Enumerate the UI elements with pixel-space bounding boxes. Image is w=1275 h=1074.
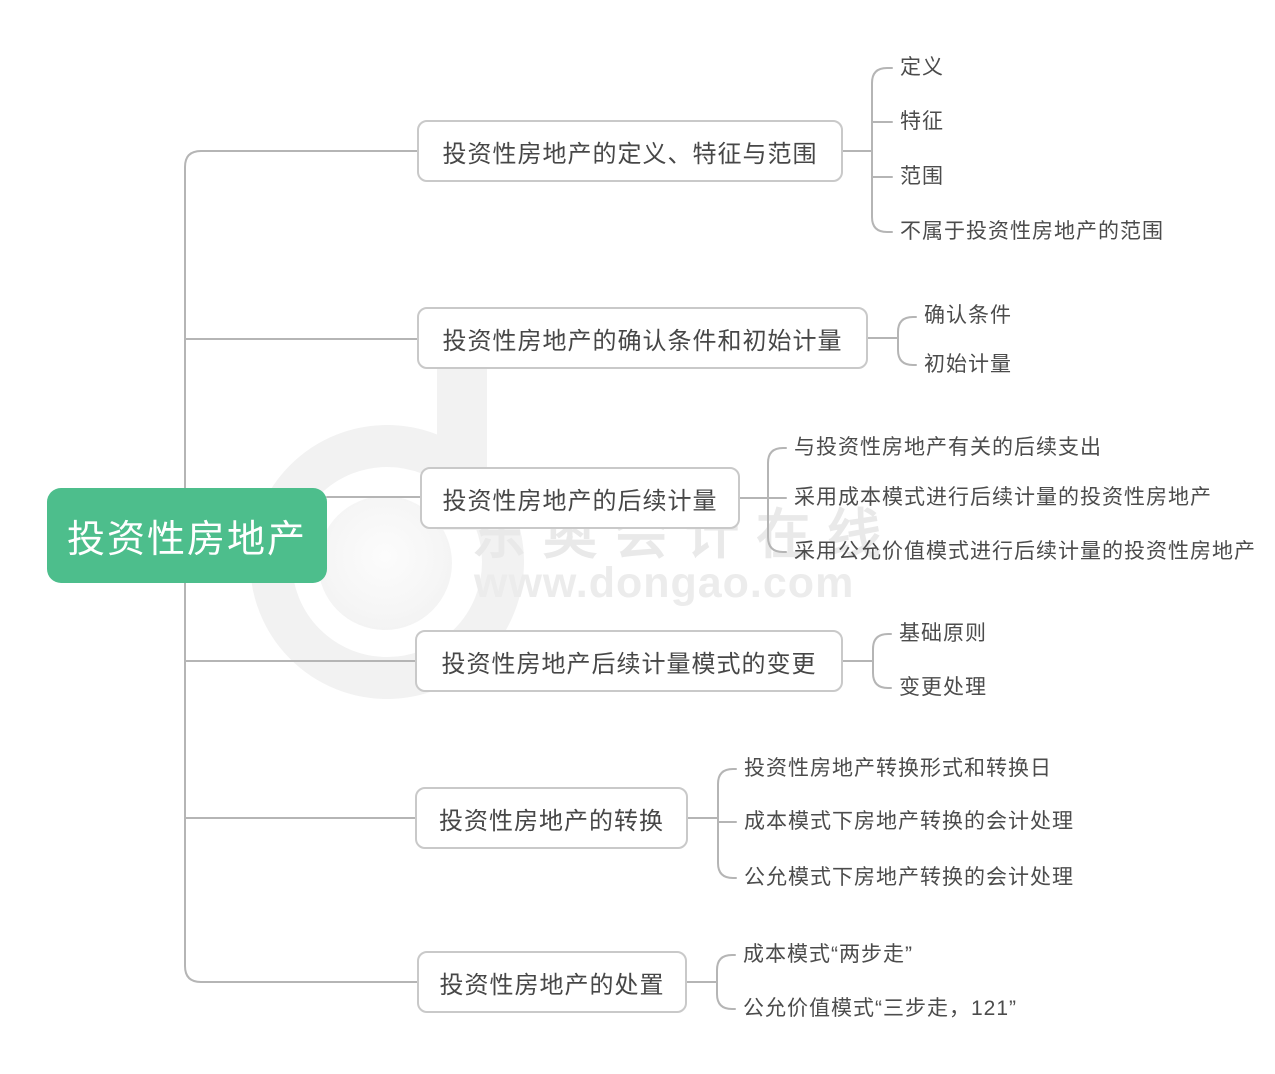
child-topic[interactable]: 变更处理 bbox=[899, 675, 987, 699]
child-topic[interactable]: 与投资性房地产有关的后续支出 bbox=[794, 435, 1102, 459]
child-topic[interactable]: 基础原则 bbox=[899, 621, 987, 645]
root-node[interactable]: 投资性房地产 bbox=[47, 488, 327, 583]
branch-node-definition-scope[interactable]: 投资性房地产的定义、特征与范围 bbox=[417, 120, 843, 182]
child-topic[interactable]: 范围 bbox=[900, 164, 944, 188]
child-topic[interactable]: 特征 bbox=[900, 109, 944, 133]
branch-node-measurement-model-change[interactable]: 投资性房地产后续计量模式的变更 bbox=[415, 630, 843, 692]
branch-node-recognition-initial-measurement[interactable]: 投资性房地产的确认条件和初始计量 bbox=[417, 307, 868, 369]
child-topic[interactable]: 成本模式下房地产转换的会计处理 bbox=[744, 809, 1074, 833]
child-topic[interactable]: 确认条件 bbox=[924, 303, 1012, 327]
child-topic[interactable]: 定义 bbox=[900, 55, 944, 79]
watermark-url-text: www.dongao.com bbox=[474, 559, 855, 607]
child-topic[interactable]: 投资性房地产转换形式和转换日 bbox=[744, 756, 1052, 780]
child-topic[interactable]: 采用成本模式进行后续计量的投资性房地产 bbox=[794, 485, 1212, 509]
child-topic[interactable]: 初始计量 bbox=[924, 352, 1012, 376]
branch-node-conversion[interactable]: 投资性房地产的转换 bbox=[415, 787, 688, 849]
child-topic[interactable]: 采用公允价值模式进行后续计量的投资性房地产 bbox=[794, 539, 1256, 563]
branch-node-subsequent-measurement[interactable]: 投资性房地产的后续计量 bbox=[420, 467, 740, 529]
child-topic[interactable]: 公允模式下房地产转换的会计处理 bbox=[744, 865, 1074, 889]
child-topic[interactable]: 成本模式“两步走” bbox=[743, 942, 913, 966]
child-topic[interactable]: 不属于投资性房地产的范围 bbox=[900, 219, 1164, 243]
branch-node-disposal[interactable]: 投资性房地产的处置 bbox=[417, 951, 687, 1013]
child-topic[interactable]: 公允价值模式“三步走，121” bbox=[743, 996, 1018, 1020]
